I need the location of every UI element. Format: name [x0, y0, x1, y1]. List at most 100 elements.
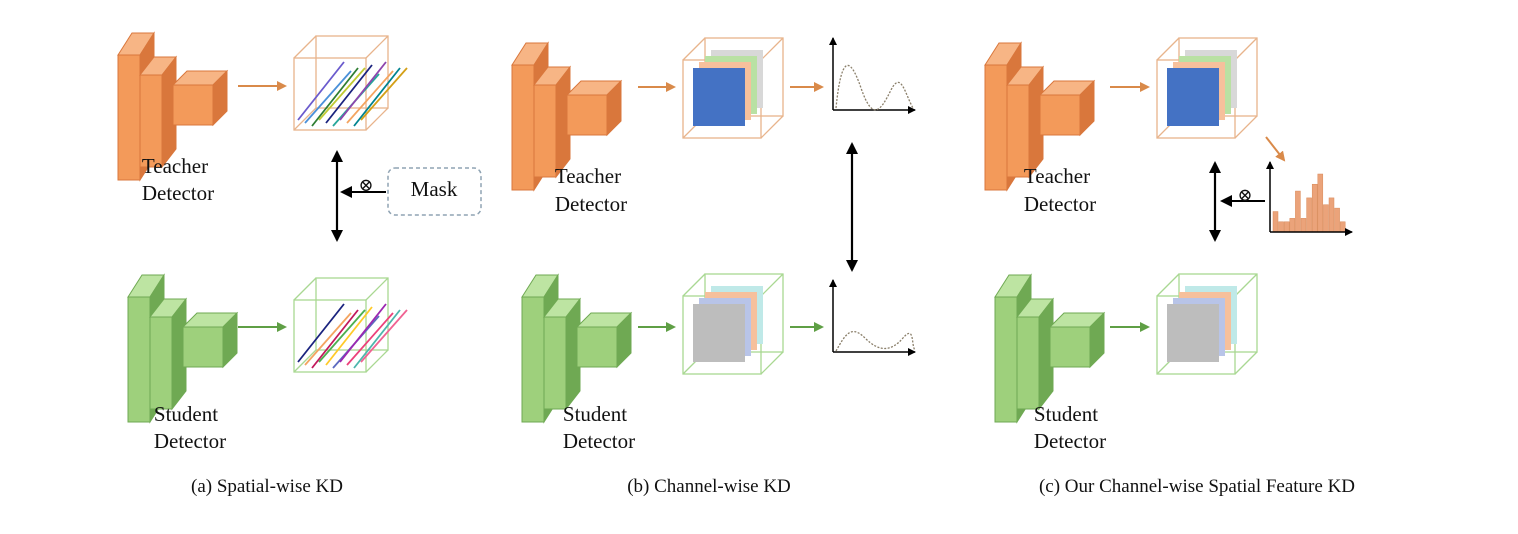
cube-edge [365, 107, 389, 131]
histogram-bar [1311, 183, 1318, 233]
channel-map-front [1167, 68, 1219, 126]
panel-c: Teacher Detector Student Detector ⊗ (c) … [1024, 164, 1355, 497]
feature-line [304, 312, 352, 366]
prism-front [1039, 94, 1081, 136]
teacher-detector-label: Detector [1024, 192, 1096, 216]
teacher-detector-label: Detector [142, 181, 214, 205]
prism-front [1049, 326, 1091, 368]
histogram-bar [1295, 190, 1301, 233]
feature-line [339, 303, 387, 363]
student-detector-label: Detector [1034, 429, 1106, 453]
mask-box [387, 167, 482, 216]
prism-front [172, 84, 214, 126]
histogram-bar [1323, 204, 1329, 233]
teacher-detector-c [984, 41, 1096, 192]
channel-map-front [693, 68, 745, 126]
cube-back-edge [315, 277, 389, 351]
prism-front [566, 94, 608, 136]
detector-layer-2 [138, 55, 178, 169]
student-channel-feature-c [1156, 273, 1258, 375]
prism-front [149, 316, 173, 410]
prism-front [511, 64, 535, 191]
prism-front [543, 316, 567, 410]
cube-edge [365, 35, 389, 59]
cube-edge [682, 273, 706, 297]
cube-edge [293, 349, 317, 373]
prism-front [521, 296, 545, 423]
feature-line [360, 67, 408, 121]
caption-c: (c) Our Channel-wise Spatial Feature KD [1039, 476, 1355, 497]
feature-line [353, 309, 401, 369]
panel-a: Teacher Detector Student Detector Mask ⊗… [142, 154, 482, 497]
cube-edge [760, 351, 784, 375]
feature-line [318, 309, 366, 363]
histogram-bar [1317, 173, 1324, 233]
cube-edge [682, 37, 706, 61]
cube-edge [1234, 37, 1258, 61]
feature-line [339, 61, 387, 121]
prism-front [1016, 316, 1040, 410]
teacher-channel-feature-b [682, 37, 784, 139]
cube-edge [1234, 273, 1258, 297]
student-detector-c [994, 273, 1106, 424]
detector-layer-3 [181, 311, 239, 369]
teacher-hist-arrow-c [1265, 136, 1286, 162]
teacher-spatial-feature-a [293, 35, 408, 131]
detector-layer-2 [542, 297, 582, 411]
detector-layer-3 [565, 79, 623, 137]
detector-layer-2 [148, 297, 188, 411]
teacher-detector-label: Detector [555, 192, 627, 216]
cube-edge [760, 37, 784, 61]
cube-edge [1234, 115, 1258, 139]
cube-edge [293, 107, 317, 131]
detector-layer-3 [1048, 311, 1106, 369]
detector-layer-2 [532, 65, 572, 179]
cube-edge [760, 115, 784, 139]
spatial-histogram-c [1266, 161, 1353, 236]
feature-line [325, 64, 373, 124]
prism-front [984, 64, 1008, 191]
cube-front-edge [293, 57, 367, 131]
cube-edge [1156, 37, 1180, 61]
cube-back-edge [315, 35, 389, 109]
feature-line [346, 312, 394, 366]
student-detector-b [521, 273, 633, 424]
histogram-bar [1328, 197, 1335, 233]
prism-front [1006, 84, 1030, 178]
student-channel-feature-b [682, 273, 784, 375]
detector-layer-2 [1015, 297, 1055, 411]
cube-edge [760, 273, 784, 297]
student-spatial-feature-a [293, 277, 408, 373]
student-detector-a [127, 273, 239, 424]
channel-map-front [1167, 304, 1219, 362]
feature-line [360, 309, 408, 363]
histogram-bar [1283, 221, 1290, 233]
cube-edge [1234, 351, 1258, 375]
teacher-detector-label: Teacher [1024, 164, 1090, 188]
prism-front [117, 54, 141, 181]
distribution-curve [835, 64, 914, 111]
detector-layer-3 [575, 311, 633, 369]
feature-line [318, 67, 366, 121]
student-detector-label: Detector [563, 429, 635, 453]
teacher-distribution-plot-b [829, 37, 916, 114]
feature-line [311, 309, 359, 369]
teacher-channel-feature-c [1156, 37, 1258, 139]
mask-label: Mask [411, 177, 458, 201]
feature-line [297, 61, 345, 121]
channel-map-front [693, 304, 745, 362]
student-distribution-plot-b [829, 279, 916, 356]
prism-front [994, 296, 1018, 423]
detector-layer-3 [171, 69, 229, 127]
distribution-curve [835, 331, 916, 352]
prism-front [182, 326, 224, 368]
feature-line [297, 303, 345, 363]
student-detector-label: Student [154, 402, 218, 426]
multiply-icon: ⊗ [1237, 185, 1252, 205]
histogram-bar [1334, 207, 1340, 233]
feature-line [311, 67, 359, 127]
teacher-detector-a [117, 31, 229, 182]
cube-edge [293, 35, 317, 59]
cube-edge [1156, 273, 1180, 297]
